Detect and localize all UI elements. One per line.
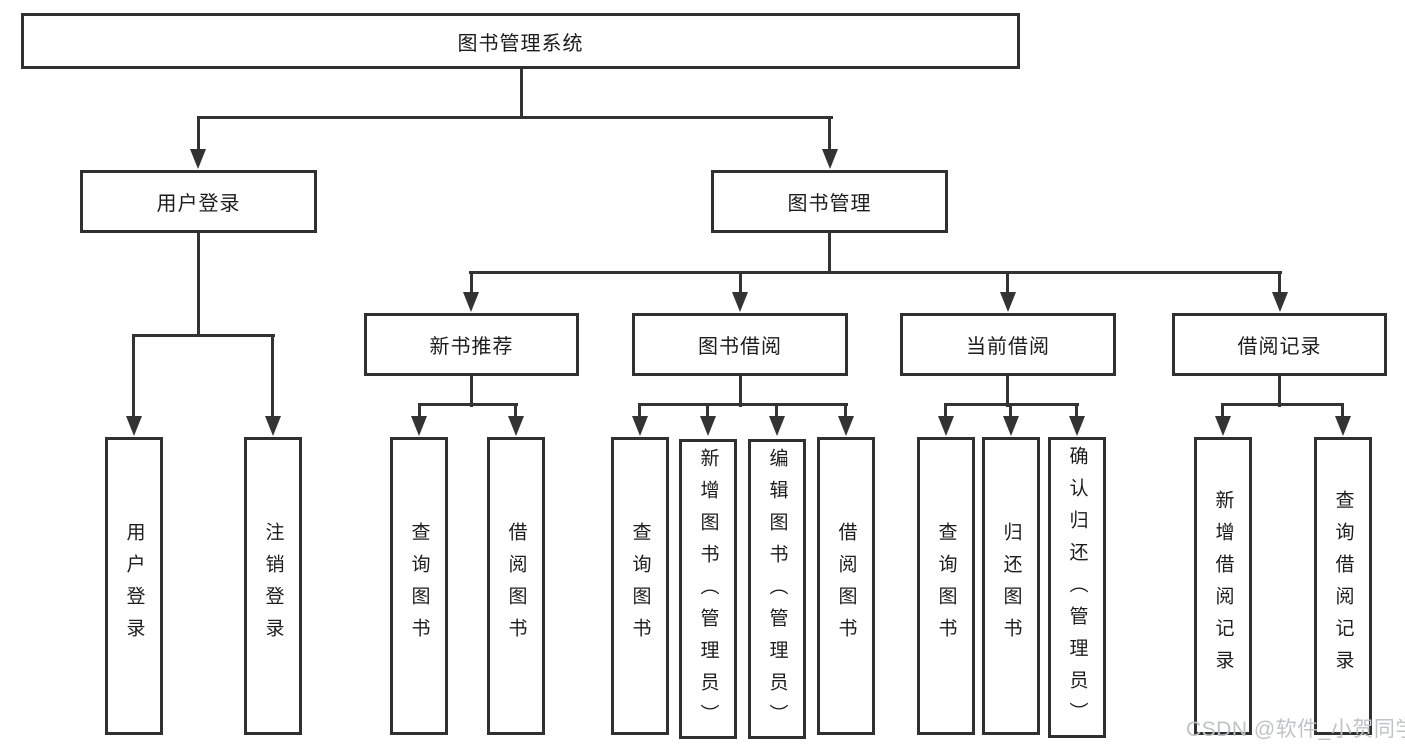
connector-line [514, 403, 517, 418]
connector-line [1278, 374, 1281, 407]
arrow-down-icon [632, 416, 648, 436]
leaf-add-book-admin: 新增图书（管理员） [679, 439, 737, 739]
connector-line [520, 67, 523, 119]
leaf-borrow-books-recommend: 借阅图书 [487, 437, 545, 735]
leaf-user-login: 用户登录 [105, 437, 163, 735]
connector-line [828, 116, 831, 151]
connector-line [706, 403, 709, 418]
connector-line [418, 403, 518, 406]
arrow-down-icon [126, 416, 142, 436]
node-current-borrow: 当前借阅 [900, 313, 1116, 376]
connector-line [739, 374, 742, 407]
leaf-query-books-recommend: 查询图书 [390, 437, 448, 735]
connector-line [197, 116, 200, 151]
node-library-management-system: 图书管理系统 [21, 13, 1020, 69]
arrow-down-icon [822, 149, 838, 169]
connector-line [469, 271, 1282, 274]
arrow-down-icon [769, 416, 785, 436]
arrow-down-icon [508, 416, 524, 436]
arrow-down-icon [732, 292, 748, 312]
leaf-query-borrow-record: 查询借阅记录 [1314, 437, 1372, 735]
connector-line [1009, 403, 1012, 418]
connector-line [470, 271, 473, 294]
arrow-down-icon [1272, 292, 1288, 312]
connector-line [418, 403, 421, 418]
connector-line [775, 403, 778, 418]
connector-line [1221, 403, 1224, 418]
connector-line [271, 334, 274, 418]
arrow-down-icon [463, 292, 479, 312]
connector-line [197, 116, 833, 119]
connector-line [1006, 374, 1009, 407]
arrow-down-icon [411, 416, 427, 436]
connector-line [132, 334, 135, 418]
leaf-add-borrow-record: 新增借阅记录 [1194, 437, 1252, 735]
connector-line [638, 403, 641, 418]
leaf-query-books-borrow: 查询图书 [611, 437, 669, 735]
connector-line [1278, 271, 1281, 294]
connector-line [828, 231, 831, 274]
leaf-logout: 注销登录 [244, 437, 302, 735]
arrow-down-icon [938, 416, 954, 436]
arrow-down-icon [190, 149, 206, 169]
connector-line [470, 374, 473, 407]
leaf-confirm-return-admin: 确认归还（管理员） [1048, 437, 1106, 738]
connector-line [844, 403, 847, 418]
arrow-down-icon [1000, 292, 1016, 312]
connector-line [739, 271, 742, 294]
leaf-return-book: 归还图书 [982, 437, 1040, 735]
node-book-management: 图书管理 [711, 170, 948, 233]
leaf-borrow-books-borrow: 借阅图书 [817, 437, 875, 735]
arrow-down-icon [265, 416, 281, 436]
connector-line [1075, 403, 1078, 418]
leaf-edit-book-admin: 编辑图书（管理员） [748, 439, 806, 739]
arrow-down-icon [1215, 416, 1231, 436]
node-new-book-recommend: 新书推荐 [364, 313, 579, 376]
arrow-down-icon [700, 416, 716, 436]
arrow-down-icon [1003, 416, 1019, 436]
arrow-down-icon [838, 416, 854, 436]
connector-line [197, 231, 200, 336]
connector-line [638, 403, 848, 406]
connector-line [1006, 271, 1009, 294]
node-user-login: 用户登录 [80, 170, 317, 233]
connector-line [1341, 403, 1344, 418]
leaf-query-books-current: 查询图书 [917, 437, 975, 735]
node-borrow-records: 借阅记录 [1172, 313, 1387, 376]
connector-line [132, 334, 275, 337]
arrow-down-icon [1335, 416, 1351, 436]
connector-line [1221, 403, 1344, 406]
connector-line [944, 403, 947, 418]
arrow-down-icon [1069, 416, 1085, 436]
node-book-borrow: 图书借阅 [632, 313, 848, 376]
csdn-watermark: CSDN @软件_小贺同学 [1186, 718, 1405, 741]
